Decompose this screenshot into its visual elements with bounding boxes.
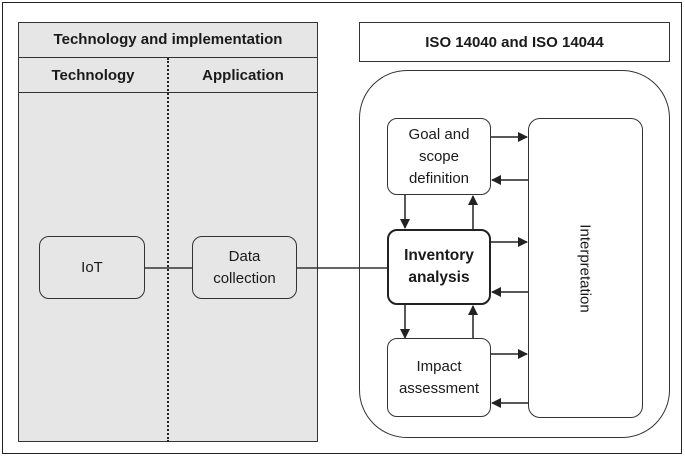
interpretation-node [528, 118, 643, 418]
inventory-analysis-node: Inventory analysis [387, 229, 491, 305]
column-header-technology: Technology [18, 58, 168, 93]
column-divider [167, 58, 169, 442]
interpretation-label: Interpretation [576, 223, 594, 313]
goal-scope-node: Goal and scope definition [387, 118, 491, 195]
iso-title: ISO 14040 and ISO 14044 [359, 22, 670, 62]
panel-title: Technology and implementation [18, 22, 318, 58]
interpretation-label-wrap: Interpretation [528, 118, 643, 418]
data-collection-node: Data collection [192, 236, 297, 299]
iot-node: IoT [39, 236, 145, 299]
impact-assessment-node: Impact assessment [387, 338, 491, 417]
column-header-application: Application [168, 58, 318, 93]
